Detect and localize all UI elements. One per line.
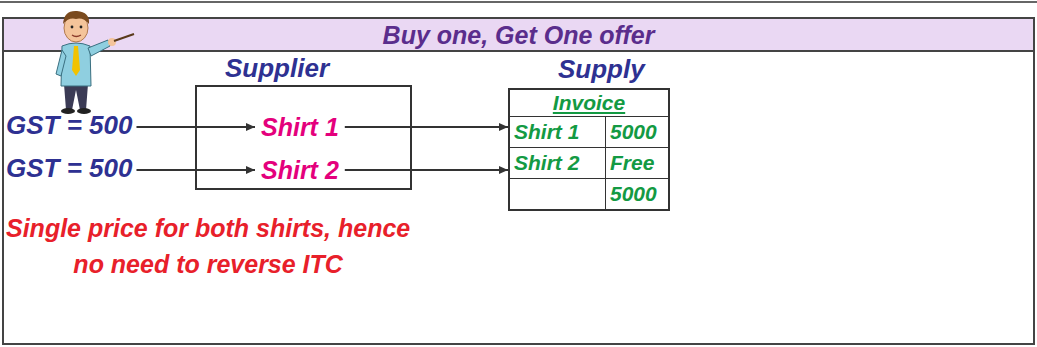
gst-amount: GST = 500 (6, 110, 132, 140)
invoice-table: SupplyInvoiceShirt 15000Shirt 2Free5000 (508, 88, 670, 211)
table-header-cell: Invoice (510, 90, 668, 117)
right-arm (88, 40, 110, 56)
table-cell: Shirt 1 (510, 117, 606, 148)
table-cell: Free (606, 148, 668, 179)
title-band: Buy one, Get One offer (4, 19, 1033, 52)
pointer (114, 34, 134, 41)
mouth (72, 35, 81, 37)
gst-amount: GST = 500 (6, 153, 132, 183)
top-rule (0, 1, 1037, 3)
flow-arrow (345, 169, 508, 171)
table-cell-text: Shirt 2 (514, 150, 579, 176)
table-cell (510, 179, 606, 209)
flow-arrow (345, 126, 508, 128)
note-text: no need to reverse ITC (6, 246, 410, 282)
left-arm (56, 50, 66, 76)
hand (108, 38, 116, 46)
hair (63, 11, 89, 24)
eye (71, 26, 74, 29)
table-cell: 5000 (606, 179, 668, 209)
item-name: Shirt 2 (261, 155, 339, 185)
note-text: Single price for both shirts, hence (6, 210, 410, 246)
note-block: Single price for both shirts, henceno ne… (6, 210, 410, 282)
table-cell-text: 5000 (610, 119, 657, 145)
eye (80, 26, 83, 29)
shirt (61, 43, 91, 86)
tie (72, 46, 80, 76)
supplier-box: SupplierShirt 1Shirt 2 (195, 85, 412, 190)
table-cell-text: 5000 (610, 181, 657, 207)
table-cell-text: Shirt 1 (514, 119, 579, 145)
table-header: Invoice (553, 90, 625, 116)
invoice-grid: InvoiceShirt 15000Shirt 2Free5000 (508, 88, 670, 211)
trousers (64, 84, 88, 110)
diagram-title: Buy one, Get One offer (383, 20, 655, 50)
node-heading: Supply (558, 54, 645, 84)
table-cell-text: Free (610, 150, 654, 176)
table-cell: Shirt 2 (510, 148, 606, 179)
item-name: Shirt 1 (261, 112, 339, 142)
table-cell: 5000 (606, 117, 668, 148)
node-heading: Supplier (225, 53, 329, 83)
